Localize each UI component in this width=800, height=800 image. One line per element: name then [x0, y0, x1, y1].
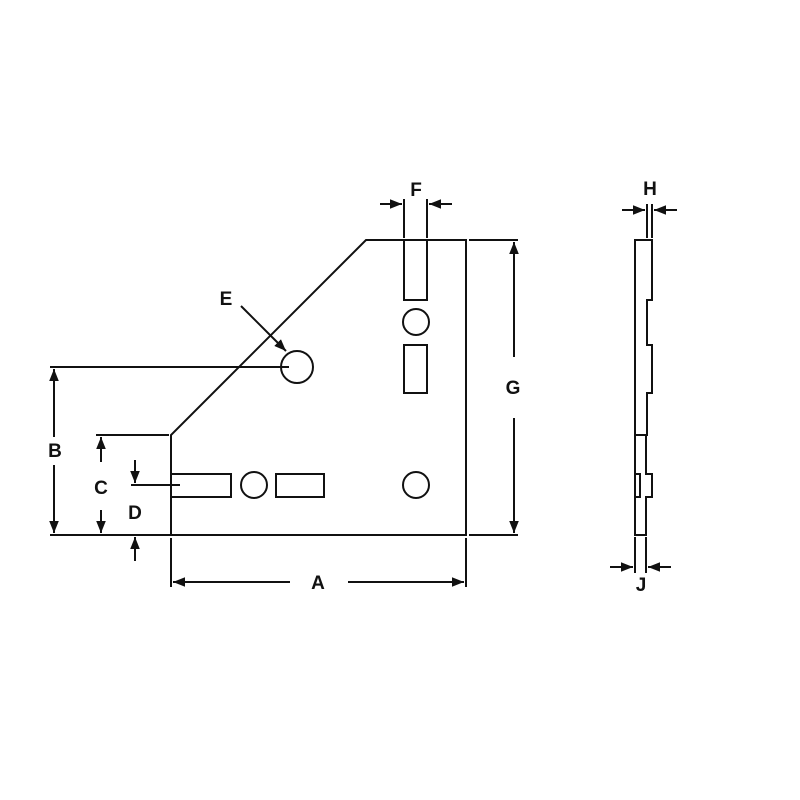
callout-e-label: E: [220, 289, 233, 310]
middle-right-slot: [403, 344, 428, 394]
dim-f-label: F: [410, 180, 422, 201]
lower-right-hole: [402, 471, 430, 499]
dimension-d: D: [128, 460, 180, 561]
dimension-c: C: [94, 434, 169, 533]
side-profile-notch: [634, 473, 641, 498]
dimension-g: G: [469, 239, 521, 536]
dim-h-label: H: [643, 179, 657, 200]
upper-right-hole: [402, 308, 430, 336]
dimension-h: H: [622, 179, 677, 238]
dim-a-label: A: [311, 573, 325, 594]
dim-j-label: J: [636, 575, 647, 596]
side-view: [634, 239, 653, 536]
dim-d-label: D: [128, 503, 142, 524]
dimension-b: B: [48, 366, 289, 536]
front-view: [170, 239, 467, 536]
dimension-j: J: [610, 537, 671, 596]
top-slot: [403, 239, 428, 301]
dimension-a: A: [170, 538, 467, 594]
dim-c-label: C: [94, 478, 108, 499]
callout-e-leader: [240, 305, 287, 352]
dimension-f: F: [380, 180, 452, 238]
lower-left-hole: [240, 471, 268, 499]
lower-middle-slot: [275, 473, 325, 498]
dim-b-label: B: [48, 441, 62, 462]
dim-g-label: G: [506, 378, 521, 399]
callout-e: E: [220, 289, 287, 352]
side-profile: [634, 239, 653, 536]
